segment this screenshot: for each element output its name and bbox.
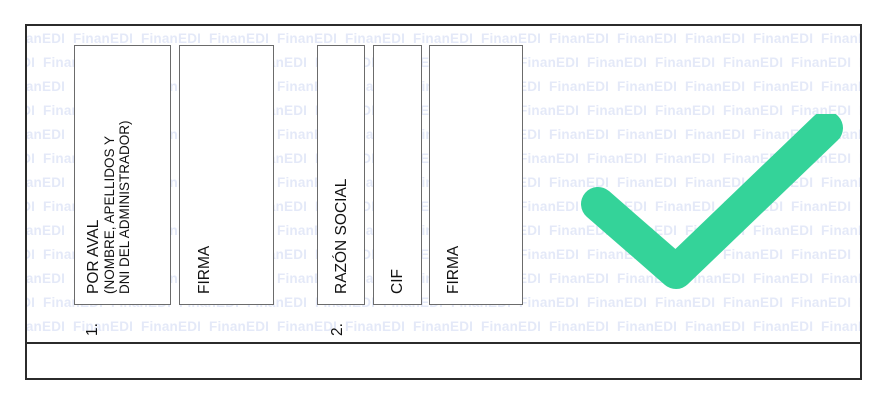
company-signature-label: FIRMA [445, 245, 462, 294]
row-divider [27, 342, 860, 344]
endorsement-form: FinanEDI FinanEDI FinanEDI FinanEDI Fina… [25, 24, 862, 380]
section-2-number: 2. [329, 323, 346, 336]
empty-row[interactable] [27, 344, 860, 378]
guarantor-box[interactable]: POR AVAL (NOMBRE, APELLIDOS Y DNI DEL AD… [74, 45, 171, 305]
section-1-number: 1. [84, 323, 101, 336]
cif-box[interactable]: CIF [373, 45, 422, 305]
company-signature-box[interactable]: FIRMA [429, 45, 523, 305]
company-name-label: RAZÓN SOCIAL [333, 178, 350, 294]
guarantor-sub-1: (NOMBRE, APELLIDOS Y [102, 135, 117, 294]
checkmark-icon [581, 114, 843, 289]
watermark-line: FinanEDI FinanEDI FinanEDI FinanEDI Fina… [27, 319, 860, 334]
company-name-box[interactable]: RAZÓN SOCIAL [317, 45, 365, 305]
guarantor-signature-label: FIRMA [196, 245, 213, 294]
watermark-line: FinanEDI FinanEDI FinanEDI FinanEDI Fina… [27, 31, 860, 46]
guarantor-title: POR AVAL [85, 219, 102, 294]
cif-label: CIF [389, 269, 406, 294]
guarantor-label: POR AVAL (NOMBRE, APELLIDOS Y DNI DEL AD… [85, 120, 132, 294]
guarantor-signature-box[interactable]: FIRMA [179, 45, 274, 305]
guarantor-sub-2: DNI DEL ADMINISTRADOR) [117, 120, 132, 294]
